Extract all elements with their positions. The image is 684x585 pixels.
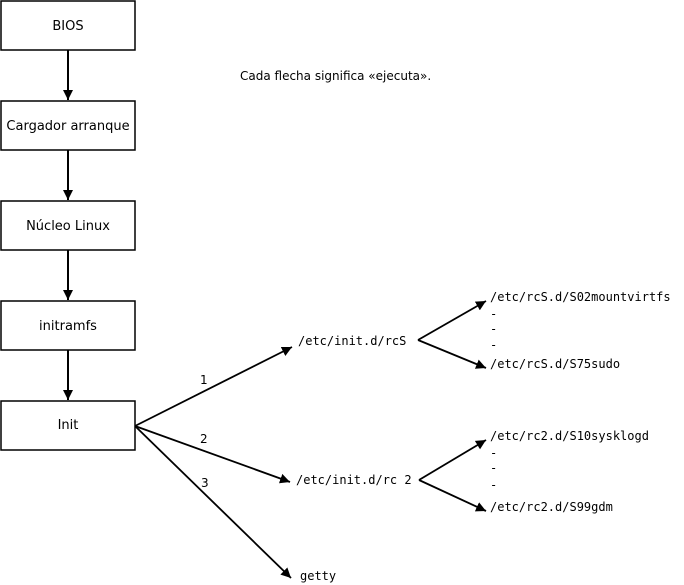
arrow-rcs-to-first [417, 300, 487, 341]
rcs-script-first: /etc/rcS.d/S02mountvirtfs [490, 290, 671, 304]
rcs-dot-3: - [490, 338, 497, 352]
branch-number-1: 1 [200, 373, 208, 387]
branch-number-3: 3 [201, 476, 209, 490]
target-getty: getty [300, 569, 336, 583]
box-bootloader-label: Cargador arranque [6, 119, 129, 134]
box-bios-label: BIOS [52, 19, 83, 34]
box-kernel-label: Núcleo Linux [26, 219, 110, 234]
arrow-init-to-getty [134, 425, 292, 579]
rcs-dot-1: - [490, 307, 497, 321]
arrow-rc2-to-first [418, 439, 487, 481]
box-kernel: Núcleo Linux [0, 200, 136, 251]
box-initramfs: initramfs [0, 300, 136, 351]
rc2-dot-3: - [490, 478, 497, 492]
arrow-rc2-to-last [418, 479, 487, 512]
rc2-dot-2: - [490, 461, 497, 475]
target-rc2: /etc/init.d/rc 2 [296, 473, 412, 487]
box-bios: BIOS [0, 0, 136, 51]
arrow-init-to-rc2 [134, 425, 291, 484]
branch-number-2: 2 [200, 432, 208, 446]
rc2-dot-1: - [490, 446, 497, 460]
rc2-script-first: /etc/rc2.d/S10sysklogd [490, 429, 649, 443]
rcs-dot-2: - [490, 322, 497, 336]
legend-note: Cada flecha significa «ejecuta». [240, 69, 431, 83]
box-init-label: Init [58, 418, 79, 433]
arrow-rcs-to-last [417, 339, 487, 369]
rcs-script-last: /etc/rcS.d/S75sudo [490, 357, 620, 371]
box-init: Init [0, 400, 136, 451]
rc2-script-last: /etc/rc2.d/S99gdm [490, 500, 613, 514]
box-initramfs-label: initramfs [39, 319, 97, 334]
arrow-init-to-rcs [134, 346, 293, 427]
box-bootloader: Cargador arranque [0, 100, 136, 151]
target-rcs: /etc/init.d/rcS [298, 334, 406, 348]
